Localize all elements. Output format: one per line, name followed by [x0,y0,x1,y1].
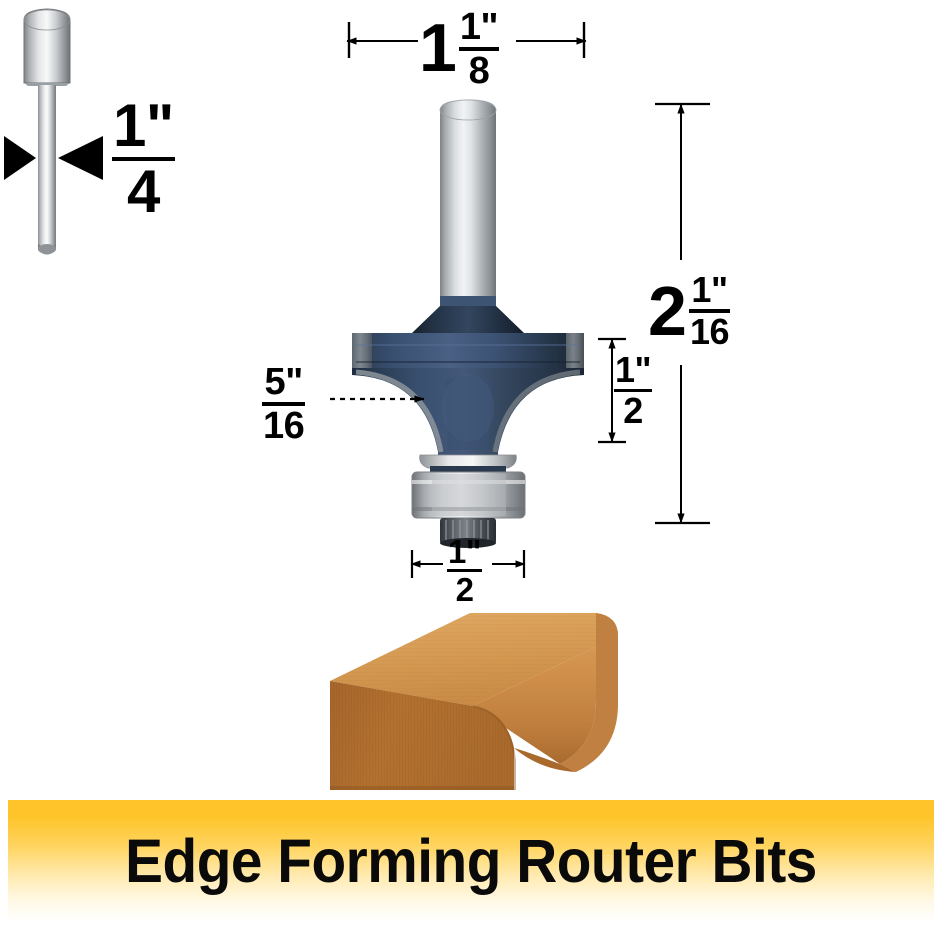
bearing-diameter-unit: " [465,533,482,570]
cutting-diameter-unit: " [480,6,498,48]
bearing-diameter-numerator: 1 [448,533,466,570]
dim-cutting-height: 1" 2 [614,349,653,431]
cutting-diameter-dimension [346,22,587,58]
overall-length-unit: " [710,269,728,310]
router-bit-body [352,99,584,548]
cutting-diameter-whole: 1 [419,10,457,87]
shank-side-view [23,8,71,255]
shank-diameter-arrows [4,136,103,180]
overall-length-numerator: 1 [691,269,711,310]
cutting-height-denominator: 2 [623,390,643,431]
dim-cutting-diameter: 1 1" 8 [419,8,499,90]
radius-denominator: 16 [263,404,305,447]
overall-length-denominator: 16 [689,311,730,352]
cutting-height-unit: " [634,349,652,390]
dim-overall-length: 2 1" 16 [648,272,730,350]
wood-profile-sample [330,613,618,790]
shank-diameter-unit: " [145,92,174,159]
bearing-diameter-dimension [410,550,526,578]
dim-shank-diameter: 1" 4 [112,96,175,222]
bearing-diameter-denominator: 2 [455,571,474,608]
title-banner: Edge Forming Router Bits [8,800,934,922]
cutting-height-numerator: 1 [615,349,635,390]
banner-title-text: Edge Forming Router Bits [125,827,817,895]
dim-radius: 5" 16 [262,361,306,447]
overall-length-dimension [655,102,710,525]
radius-numerator: 5 [264,361,286,403]
radius-unit: " [285,361,303,403]
dim-bearing-diameter: 1" 2 [447,533,483,608]
overall-length-whole: 2 [648,271,687,350]
cutting-diameter-numerator: 1 [459,6,481,48]
shank-diameter-denominator: 4 [126,158,160,225]
cutting-diameter-denominator: 8 [468,50,490,92]
shank-diameter-numerator: 1 [113,92,146,159]
cutting-height-dimension [598,337,626,444]
